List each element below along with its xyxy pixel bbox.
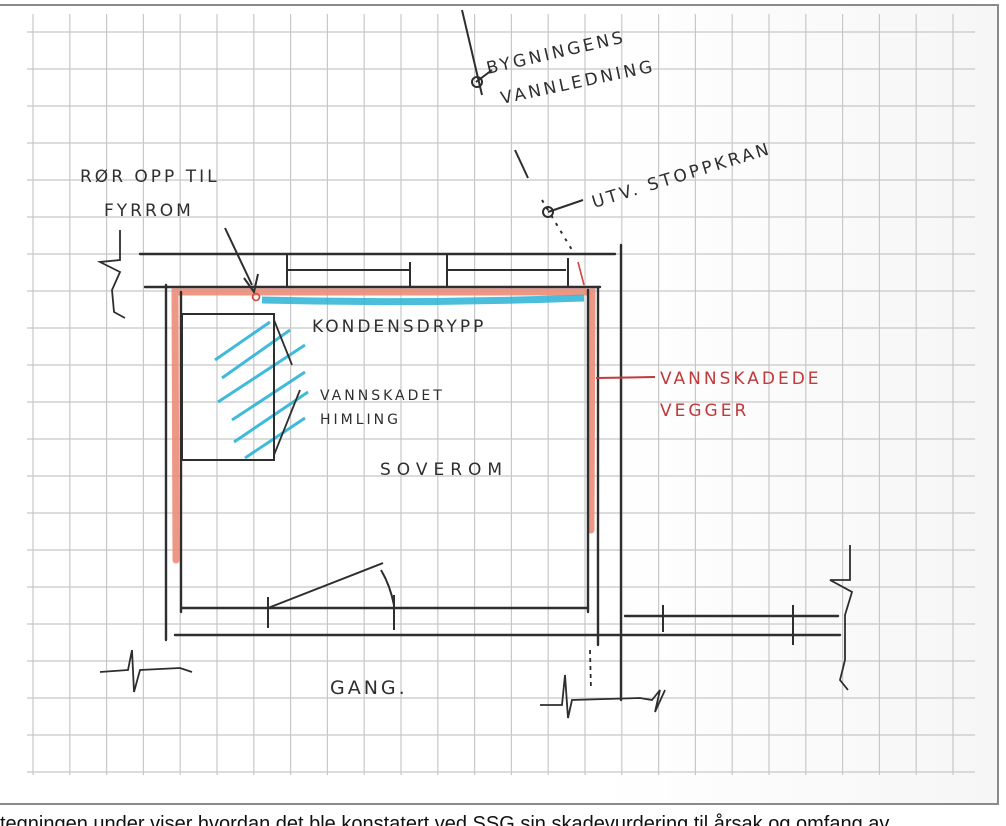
damaged-ceiling-hatch bbox=[214, 320, 309, 460]
damaged-walls-pointer bbox=[595, 376, 656, 379]
label-boiler-room: FYRROM bbox=[104, 201, 194, 221]
grid-paper bbox=[27, 14, 975, 775]
label-damaged-walls-1: VANNSKADEDE bbox=[660, 369, 822, 389]
damaged-walls-highlight bbox=[171, 288, 596, 564]
walls bbox=[138, 243, 842, 702]
label-condensation: KONDENSDRYPP bbox=[312, 317, 486, 337]
condensation-drip-highlight bbox=[261, 294, 585, 306]
caption-text: tegningen under viser hvordan det ble ko… bbox=[0, 813, 890, 826]
ceiling-damage-area bbox=[181, 313, 275, 461]
label-damaged-ceiling-1: VANNSKADET bbox=[320, 388, 445, 404]
window bbox=[286, 254, 569, 287]
water-line bbox=[224, 9, 584, 295]
label-hallway: GANG. bbox=[330, 677, 408, 699]
label-pipe-up: RØR OPP TIL bbox=[80, 167, 220, 187]
pipe-point bbox=[251, 292, 261, 302]
label-bedroom: SOVEROM bbox=[380, 460, 508, 480]
door bbox=[267, 562, 794, 645]
break-symbols bbox=[96, 230, 854, 719]
label-damaged-walls-2: VEGGER bbox=[660, 401, 749, 421]
label-damaged-ceiling-2: HIMLING bbox=[320, 412, 401, 428]
label-stopcock: UTV. STOPPKRAN bbox=[590, 139, 774, 213]
